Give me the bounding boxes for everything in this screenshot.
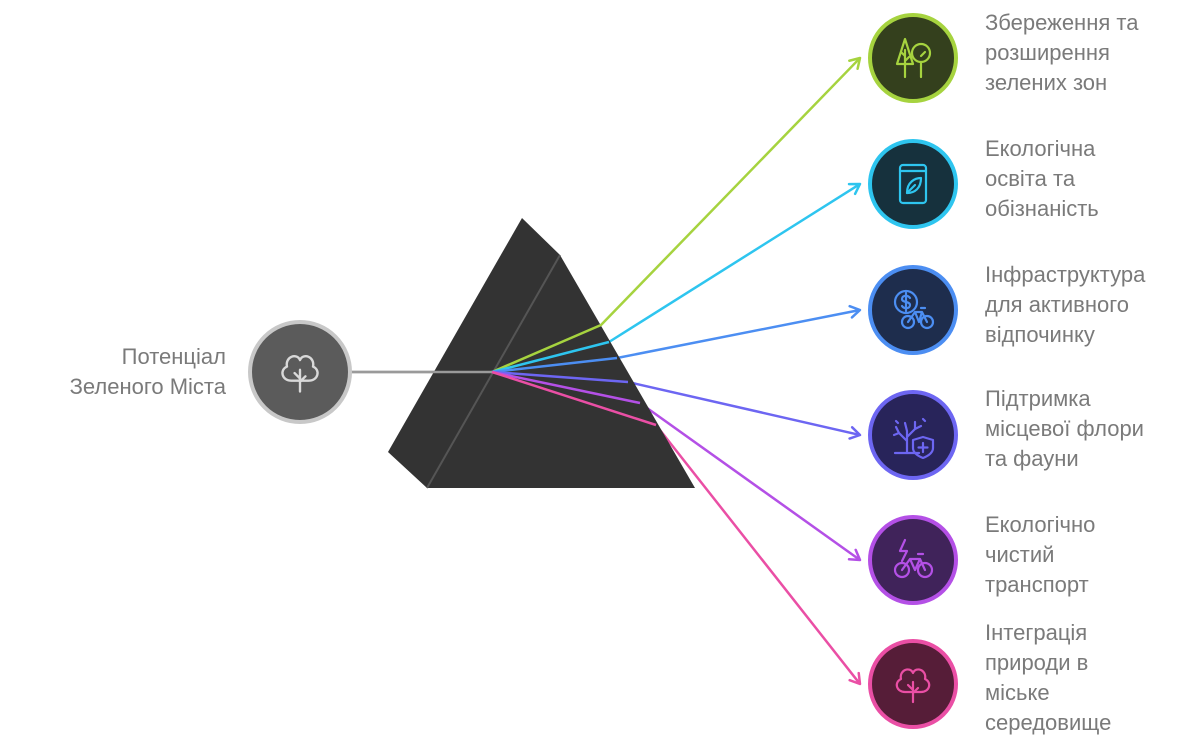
output-label-flora-fauna: Підтримка місцевої флори та фауни	[985, 384, 1203, 474]
output-label-line: обізнаність	[985, 196, 1099, 221]
output-label-line: міське	[985, 680, 1050, 705]
output-node	[868, 139, 958, 229]
output-label-line: місцевої флори	[985, 416, 1144, 441]
output-label-line: транспорт	[985, 572, 1089, 597]
ray-arrowhead	[848, 304, 862, 319]
prism-left-face	[388, 218, 560, 488]
output-label-line: для активного	[985, 292, 1130, 317]
ray-inside-prism	[491, 370, 657, 427]
source-label-line-1: Потенціал	[121, 344, 226, 369]
ray-arrowhead	[847, 548, 862, 562]
output-label-line: Збереження та	[985, 10, 1139, 35]
source-label-line-2: Зеленого Міста	[69, 374, 226, 399]
ray-inside-prism	[491, 370, 641, 405]
ray-inside-prism	[491, 340, 610, 374]
ray-inside-prism	[491, 323, 602, 374]
output-nodes	[248, 13, 958, 729]
output-label-line: середовище	[985, 710, 1112, 735]
output-label-eco-education: Екологічна освіта та обізнаність	[985, 134, 1203, 224]
ray-arrowhead	[848, 426, 862, 440]
output-label-line: освіта та	[985, 166, 1076, 191]
output-label-line: відпочинку	[985, 322, 1095, 347]
ray-inside-prism	[491, 356, 618, 374]
output-label-nature-integration: Інтеграція природи в міське середовище	[985, 618, 1203, 738]
output-label-line: природи в	[985, 650, 1089, 675]
output-label-green-zones: Збереження та розширення зелених зон	[985, 8, 1203, 98]
output-label-line: чистий	[985, 542, 1055, 567]
ray-arrowhead	[848, 671, 862, 686]
output-label-line: Інфраструктура	[985, 262, 1146, 287]
output-label-line: Інтеграція	[985, 620, 1088, 645]
ray-arrowhead	[847, 182, 862, 196]
output-label-recreation-infrastructure: Інфраструктура для активного відпочинку	[985, 260, 1203, 350]
output-label-line: зелених зон	[985, 70, 1108, 95]
output-label-line: Підтримка	[985, 386, 1091, 411]
output-label-clean-transport: Екологічно чистий транспорт	[985, 510, 1203, 600]
output-label-line: розширення	[985, 40, 1110, 65]
prism	[350, 218, 695, 489]
output-node	[868, 390, 958, 480]
output-label-line: та фауни	[985, 446, 1079, 471]
ray-arrowhead	[848, 56, 862, 70]
prism-front-face	[427, 255, 695, 488]
output-label-line: Екологічна	[985, 136, 1096, 161]
source-label: Потенціал Зеленого Міста	[0, 342, 226, 402]
output-label-line: Екологічно	[985, 512, 1096, 537]
ray-inside-prism	[491, 370, 629, 384]
